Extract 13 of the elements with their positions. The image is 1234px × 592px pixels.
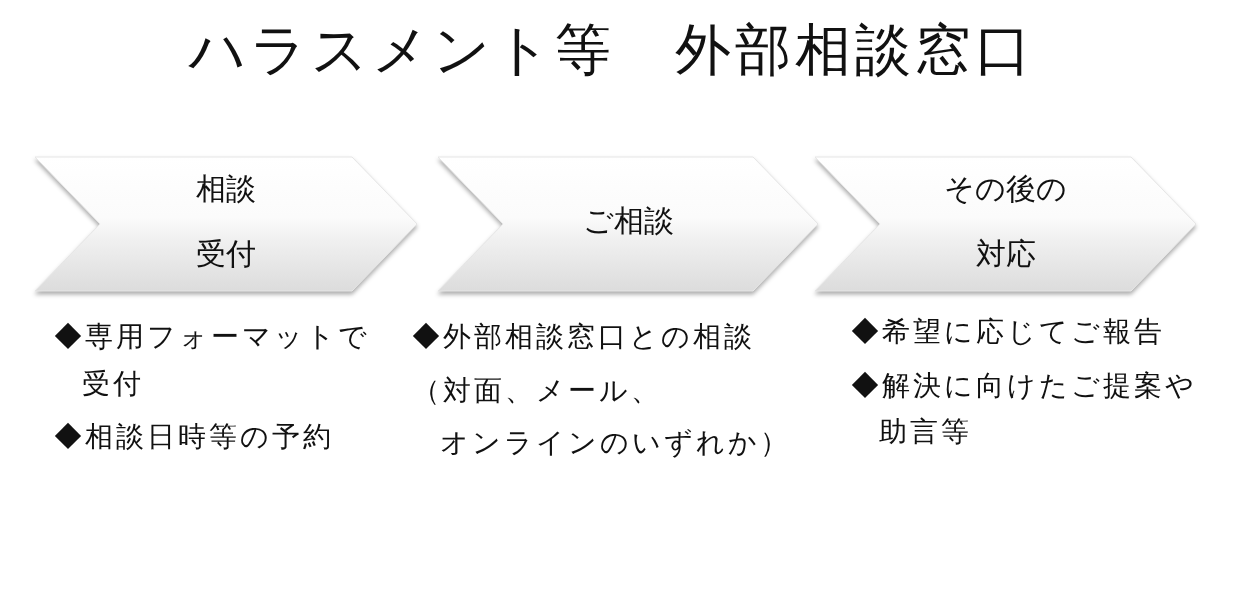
chevron-shape — [815, 157, 1196, 291]
bullet-text: ◆専用フォーマットで受付 — [54, 320, 371, 401]
chevron-label: 相談受付 — [195, 171, 257, 272]
chevron-label: ご相談 — [582, 202, 674, 239]
bullet-text: （対面、メール、オンラインのいずれか） — [412, 374, 792, 460]
chevron-shape — [35, 157, 417, 291]
bullet-text: ◆解決に向けたご提案や助言等 — [851, 369, 1198, 449]
bullet-text: ◆相談日時等の予約 — [54, 420, 335, 454]
chevron-label: その後の対応 — [943, 171, 1068, 272]
chevron-shape — [438, 157, 818, 291]
title: ハラスメント等 外部相談窓口 — [189, 17, 1035, 83]
bullet-text: ◆希望に応じてご報告 — [851, 315, 1166, 349]
bullet-text: ◆外部相談窓口との相談 — [412, 320, 756, 354]
